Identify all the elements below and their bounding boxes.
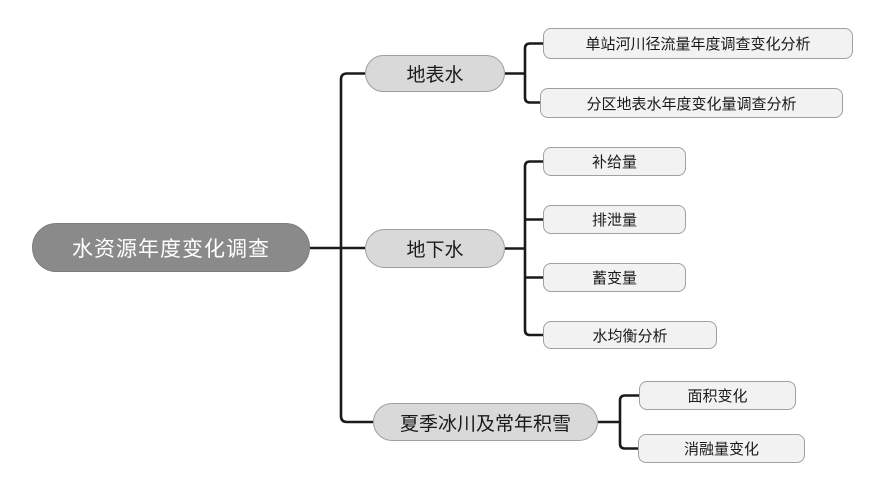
- leaf-node-melt-amount-change[interactable]: 消融量变化: [638, 434, 805, 463]
- leaf-node-storage-change-amount[interactable]: 蓄变量: [543, 263, 686, 292]
- branch-node-summer-glaciers-and-perennial-snow[interactable]: 夏季冰川及常年积雪: [373, 403, 598, 441]
- leaf-node-recharge-amount[interactable]: 补给量: [543, 147, 686, 176]
- branch-node-surface-water[interactable]: 地表水: [365, 55, 505, 92]
- leaf-node-discharge-amount[interactable]: 排泄量: [543, 205, 686, 234]
- leaf-node-regional-surface-water-annual-change-survey-analysis[interactable]: 分区地表水年度变化量调查分析: [540, 88, 843, 118]
- leaf-node-area-change[interactable]: 面积变化: [639, 381, 796, 410]
- leaf-node-water-balance-analysis[interactable]: 水均衡分析: [543, 321, 717, 349]
- leaf-node-single-station-runoff-annual-survey-change-analysis[interactable]: 单站河川径流量年度调查变化分析: [543, 28, 853, 59]
- root-node-water-resources-annual-change-survey[interactable]: 水资源年度变化调查: [32, 223, 310, 272]
- branch-node-groundwater[interactable]: 地下水: [365, 229, 505, 268]
